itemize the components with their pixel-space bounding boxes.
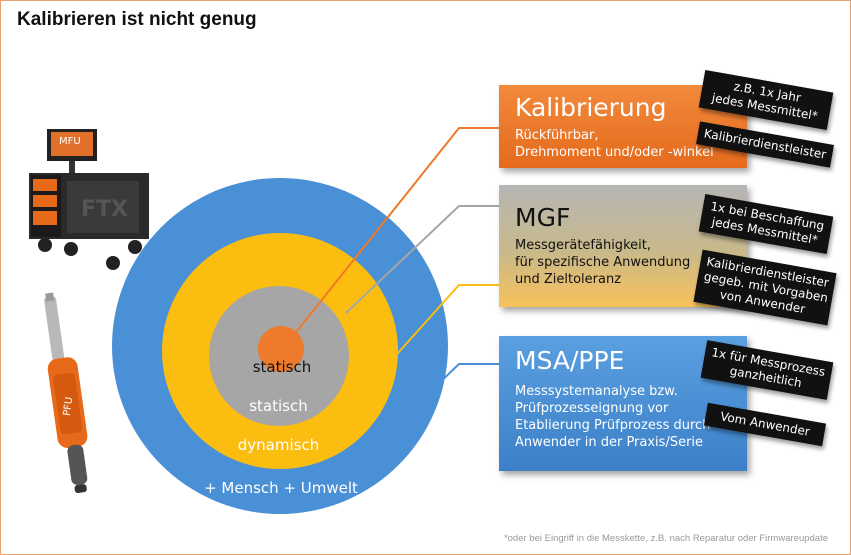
- msa-body-2: Prüfprozesseignung vor: [515, 401, 669, 416]
- mfu-label: MFU: [59, 136, 81, 147]
- kalibrierung-body-1: Rückführbar,: [515, 128, 599, 143]
- svg-text:FTX: FTX: [81, 197, 128, 222]
- mfu-device-icon: FTX: [29, 129, 149, 270]
- kalibrierung-body-2: Drehmoment und/oder -winkel: [515, 145, 714, 160]
- msa-body-4: Anwender in der Praxis/Serie: [515, 435, 704, 450]
- mgf-body-1: Messgerätefähigkeit,: [515, 238, 651, 253]
- ring-outer-label: + Mensch + Umwelt: [204, 479, 358, 497]
- page-title: Kalibrieren ist nicht genug: [17, 9, 257, 30]
- mgf-body-2: für spezifische Anwendung: [515, 255, 691, 270]
- ring-inner-label: statisch: [249, 397, 308, 415]
- connector-kalibrierung: [288, 127, 499, 342]
- ring-core-label: statisch: [252, 358, 312, 376]
- kalibrierung-title: Kalibrierung: [515, 93, 667, 122]
- mgf-title: MGF: [515, 203, 571, 232]
- connector-msa: [432, 363, 499, 390]
- pfu-device-icon: [44, 292, 88, 494]
- ring-middle-label: dynamisch: [237, 436, 320, 454]
- msa-title: MSA/PPE: [515, 346, 625, 375]
- msa-body-3: Etablierung Prüfprozess durch: [515, 418, 711, 433]
- msa-box: MSA/PPE Messsystemanalyse bzw. Prüfproze…: [499, 336, 747, 471]
- connector-yellow: [388, 284, 499, 364]
- footnote: *oder bei Eingriff in die Messkette, z.B…: [503, 533, 828, 544]
- msa-body-1: Messsystemanalyse bzw.: [515, 384, 678, 399]
- mgf-body-3: und Zieltoleranz: [515, 272, 622, 287]
- connector-mgf: [345, 205, 499, 314]
